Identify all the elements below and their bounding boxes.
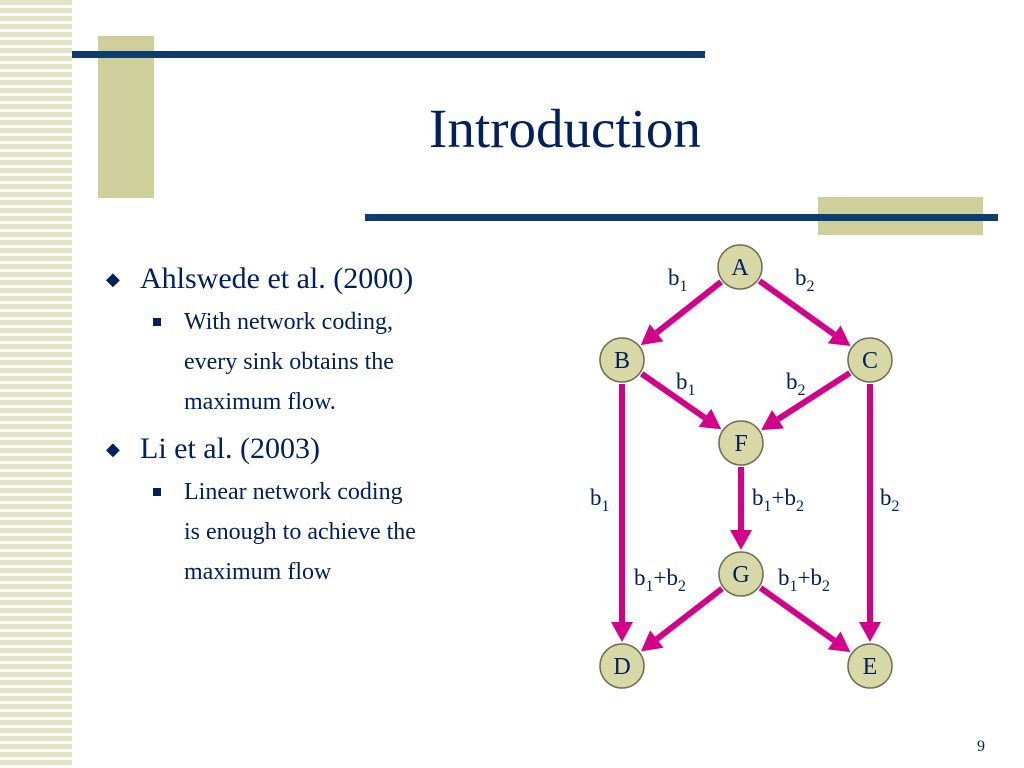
decorative-block-left bbox=[98, 36, 154, 198]
edge-label-F-G: b1+b2 bbox=[752, 485, 804, 515]
edge-label-A-B: b1 bbox=[668, 265, 688, 295]
edge-label-G-D: b1+b2 bbox=[634, 565, 686, 595]
edge-label-A-C: b2 bbox=[795, 265, 815, 295]
node-label: G bbox=[732, 562, 749, 588]
slide-title: Introduction bbox=[429, 98, 701, 159]
arrowhead-icon bbox=[730, 530, 752, 550]
node-E: E bbox=[847, 643, 893, 689]
arrowhead-icon bbox=[640, 324, 664, 346]
bullet-item: ◆ Ahlswede et al. (2000) bbox=[106, 258, 546, 300]
node-label: B bbox=[614, 348, 630, 374]
node-label: F bbox=[734, 431, 747, 457]
edge-B-D bbox=[611, 384, 633, 642]
edge-label-C-F: b2 bbox=[786, 369, 806, 399]
square-bullet-icon bbox=[153, 488, 161, 496]
node-label: E bbox=[863, 654, 878, 680]
edge-F-G bbox=[730, 467, 752, 550]
edge-label-B-F: b1 bbox=[676, 369, 696, 399]
arrowhead-icon bbox=[698, 408, 722, 430]
edge-B-F bbox=[639, 371, 722, 430]
sub-bullet-line: Linear network coding bbox=[184, 479, 403, 505]
bullet-list: ◆ Ahlswede et al. (2000) With network co… bbox=[106, 258, 546, 592]
arrowhead-icon bbox=[761, 409, 784, 431]
edge-label-C-E: b2 bbox=[880, 485, 900, 515]
top-rule bbox=[72, 51, 705, 58]
node-A: A bbox=[717, 244, 763, 290]
node-F: F bbox=[718, 420, 764, 466]
node-label: A bbox=[731, 255, 749, 281]
bullet-text: Li et al. (2003) bbox=[140, 432, 320, 465]
arrowhead-icon bbox=[611, 622, 633, 642]
sub-bullet-line: maximum flow bbox=[184, 559, 332, 585]
node-C: C bbox=[847, 337, 893, 383]
left-striped-margin bbox=[0, 0, 72, 768]
node-D: D bbox=[599, 643, 645, 689]
edge-label-B-D: b1 bbox=[590, 485, 610, 515]
arrowhead-icon bbox=[859, 622, 881, 642]
edge-A-C bbox=[757, 278, 851, 347]
edge-G-E bbox=[758, 585, 851, 653]
edge-labels-layer: b1 b2 b1 b2 b1 b2 b1+b2 b1+b2 b1+b2 bbox=[590, 265, 900, 595]
sub-bullet-line: With network coding, bbox=[184, 309, 393, 335]
sub-bullet-item: With network coding, every sink obtains … bbox=[106, 302, 546, 422]
arrowhead-icon bbox=[640, 630, 664, 652]
arrowhead-icon bbox=[827, 325, 851, 347]
edge-C-F bbox=[761, 370, 852, 431]
arrowhead-icon bbox=[827, 631, 851, 653]
diamond-bullet-icon: ◆ bbox=[106, 269, 120, 289]
sub-bullet-item: Linear network coding is enough to achie… bbox=[106, 472, 546, 592]
bullet-text: Ahlswede et al. (2000) bbox=[140, 262, 414, 295]
bullet-item: ◆ Li et al. (2003) bbox=[106, 428, 546, 470]
diamond-bullet-icon: ◆ bbox=[106, 439, 120, 459]
nodes-layer: A B C F G D E bbox=[599, 244, 893, 689]
sub-bullet-line: maximum flow. bbox=[184, 389, 336, 415]
node-B: B bbox=[599, 337, 645, 383]
title-underline-rule bbox=[365, 214, 998, 221]
sub-bullet-line: every sink obtains the bbox=[184, 349, 394, 375]
node-label: C bbox=[862, 348, 878, 374]
node-G: G bbox=[718, 551, 764, 597]
edge-G-D bbox=[640, 586, 724, 652]
sub-bullet-line: is enough to achieve the bbox=[184, 519, 416, 545]
page-number: 9 bbox=[977, 738, 985, 755]
square-bullet-icon bbox=[153, 318, 161, 326]
node-label: D bbox=[613, 654, 630, 680]
edge-label-G-E: b1+b2 bbox=[778, 565, 830, 595]
edge-C-E bbox=[859, 384, 881, 642]
edge-A-B bbox=[640, 279, 724, 346]
edges-layer bbox=[611, 278, 881, 653]
